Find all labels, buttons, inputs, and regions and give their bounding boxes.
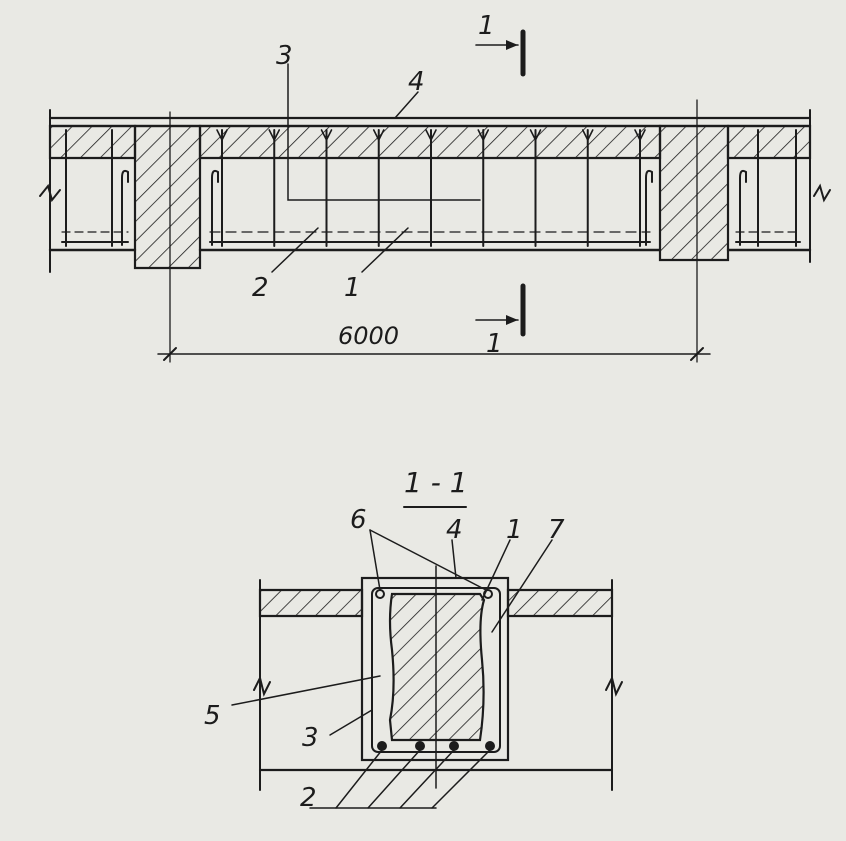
callout-2-label: 2 <box>252 273 269 303</box>
callout-4-leader <box>394 91 419 119</box>
callout-6-leader-b <box>369 529 487 591</box>
callout-4s-label: 4 <box>446 515 463 545</box>
section-left-break <box>253 675 271 697</box>
dimension-tick-right <box>690 347 704 361</box>
rebar-2 <box>415 741 425 751</box>
callout-1s-label: 1 <box>506 515 523 545</box>
beam-section-outline <box>360 576 510 762</box>
right-break-mark <box>813 183 831 203</box>
left-break-mark <box>39 183 61 203</box>
top-rebar-left <box>375 589 385 599</box>
rebar-4 <box>485 741 495 751</box>
right-column-hatch <box>658 124 730 262</box>
callout-6-label: 6 <box>350 505 367 535</box>
callout-3s-leader <box>329 709 373 736</box>
right-hook <box>739 169 747 246</box>
section-mark-bottom-label: 1 <box>486 329 503 359</box>
left-column-hatch <box>133 124 202 270</box>
section-slab-right <box>506 588 614 618</box>
section-slab-left <box>258 588 364 618</box>
stirrup-hook-7 <box>581 129 594 142</box>
callout-2-leader <box>271 227 319 273</box>
callout-3s-label: 3 <box>302 723 319 753</box>
stirrup-hook-1 <box>268 129 281 142</box>
section-title: 1 - 1 <box>404 466 468 499</box>
callout-4-label: 4 <box>408 67 425 97</box>
stirrup-hook-2 <box>320 129 333 142</box>
rebar-3 <box>449 741 459 751</box>
callout-6-leader-a <box>369 529 381 591</box>
span-dimension-label: 6000 <box>338 322 399 350</box>
stirrup-hook-6 <box>529 129 542 142</box>
stirrup-hook-4 <box>425 129 437 142</box>
dimension-tick-left <box>163 347 177 361</box>
stirrup-hook-0 <box>216 129 228 142</box>
callout-5-label: 5 <box>204 701 221 731</box>
section-right-break <box>605 675 623 697</box>
inner-left-hook <box>211 169 219 246</box>
callout-7-leader <box>491 539 553 633</box>
section-arrowhead-bottom <box>506 315 518 325</box>
concrete-core <box>388 592 486 742</box>
callout-2s-label: 2 <box>300 783 317 813</box>
stirrup-hook-3 <box>372 129 385 142</box>
callout-7-label: 7 <box>548 515 565 545</box>
callout-1s-leader <box>481 539 511 601</box>
stirrup-hook-5 <box>477 129 490 142</box>
callout-1-label: 1 <box>344 273 361 303</box>
cross-section-1-1: 1 - 1 <box>204 466 623 813</box>
stirrup-hook-8 <box>634 129 646 142</box>
beam-elevation: 3 4 2 1 1 1 6000 <box>39 11 831 363</box>
callout-3-label: 3 <box>276 41 293 71</box>
callout-1-leader <box>361 227 409 273</box>
stirrups <box>65 129 797 247</box>
callout-2s-leaders <box>309 749 491 809</box>
left-hook <box>121 169 129 246</box>
right-slab-hatch <box>726 124 812 160</box>
callout-4s-leader <box>451 539 457 579</box>
callout-3-leader <box>287 63 481 201</box>
callout-5-leader <box>231 675 381 706</box>
inner-right-hook <box>645 169 653 246</box>
left-slab-hatch <box>48 124 137 160</box>
section-arrowhead-top <box>506 40 518 50</box>
rebar-1 <box>377 741 387 751</box>
section-mark-top-label: 1 <box>478 11 495 41</box>
